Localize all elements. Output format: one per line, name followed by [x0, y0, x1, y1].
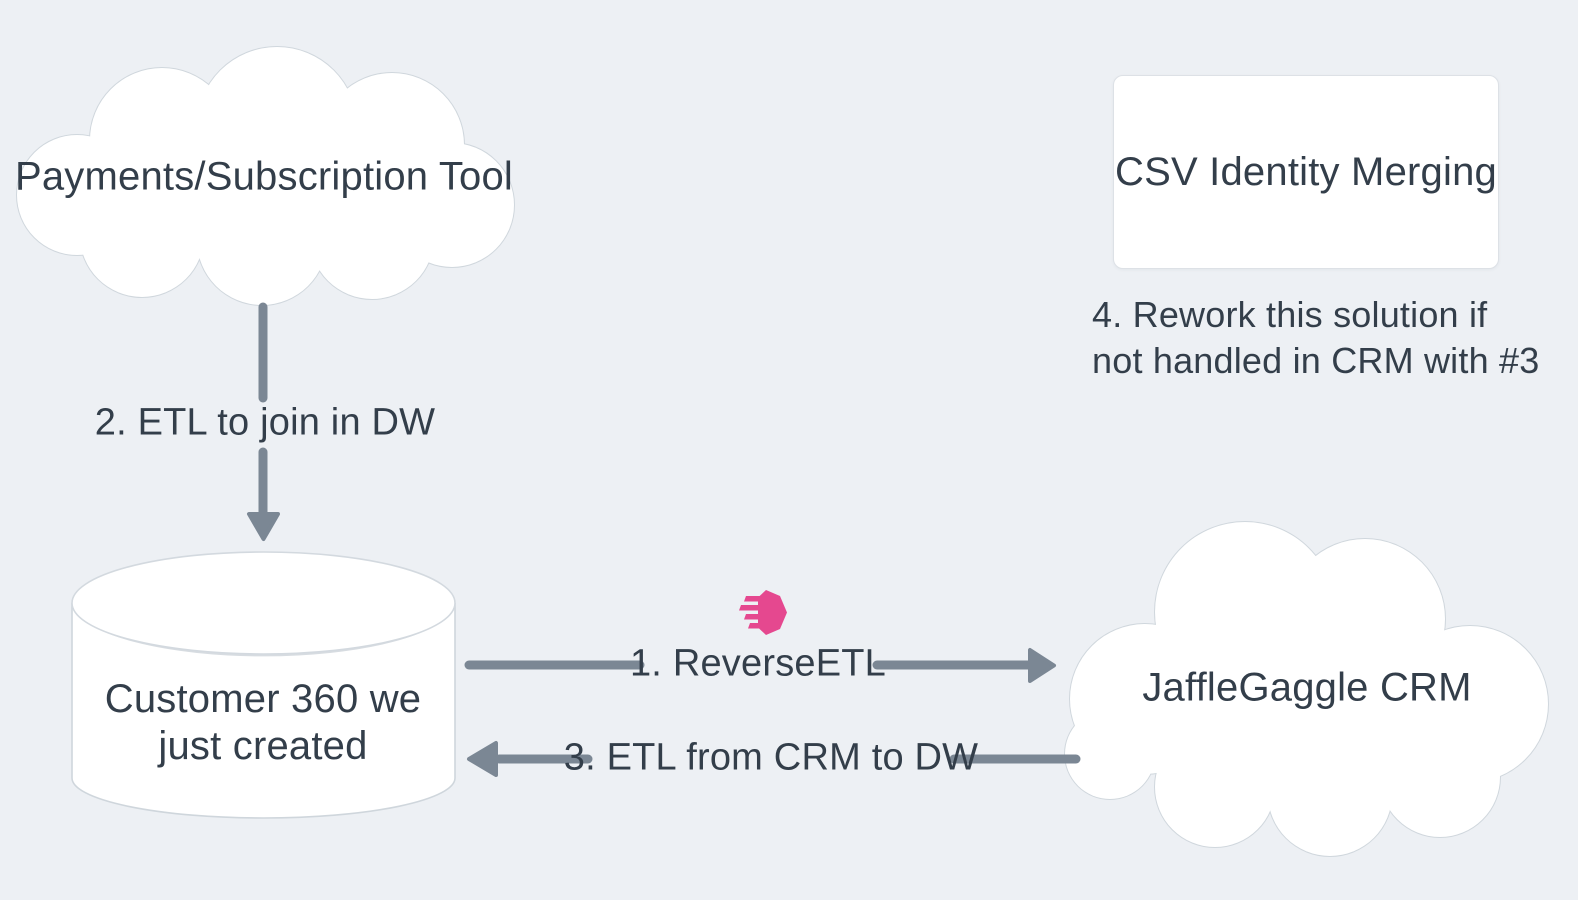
edge-label-reverse-etl: 1. ReverseETL [629, 642, 887, 685]
payments-tool-label: Payments/Subscription Tool [14, 154, 514, 199]
jafflegaggle-crm-label: JaffleGaggle CRM [1142, 665, 1472, 710]
grouparoo-logo-icon [739, 590, 787, 635]
arrow-left-head [467, 741, 498, 777]
rework-note: 4. Rework this solution if not handled i… [1092, 292, 1539, 384]
csv-identity-merging-box: CSV Identity Merging [1113, 75, 1499, 269]
customer360-label: Customer 360 we just created [105, 676, 421, 770]
arrow-etl-from-crm-to-dw [467, 741, 1081, 777]
arrow-down-head [247, 512, 280, 541]
edge-label-etl-from-crm-to-dw: 3. ETL from CRM to DW [563, 736, 979, 779]
arrow-right-head [1028, 648, 1056, 683]
rework-note-line1: 4. Rework this solution if [1092, 294, 1488, 335]
csv-identity-merging-label: CSV Identity Merging [1115, 149, 1497, 194]
customer360-label-line1: Customer 360 we [104, 677, 422, 721]
customer360-cylinder-shape [71, 551, 456, 819]
customer360-label-line2: just created [158, 724, 368, 768]
edge-label-etl-to-join-in-dw: 2. ETL to join in DW [94, 401, 436, 444]
arrow-reverse-etl [464, 648, 1056, 683]
rework-note-line2: not handled in CRM with #3 [1092, 340, 1540, 381]
arrow-etl-to-join-in-dw [247, 302, 280, 541]
